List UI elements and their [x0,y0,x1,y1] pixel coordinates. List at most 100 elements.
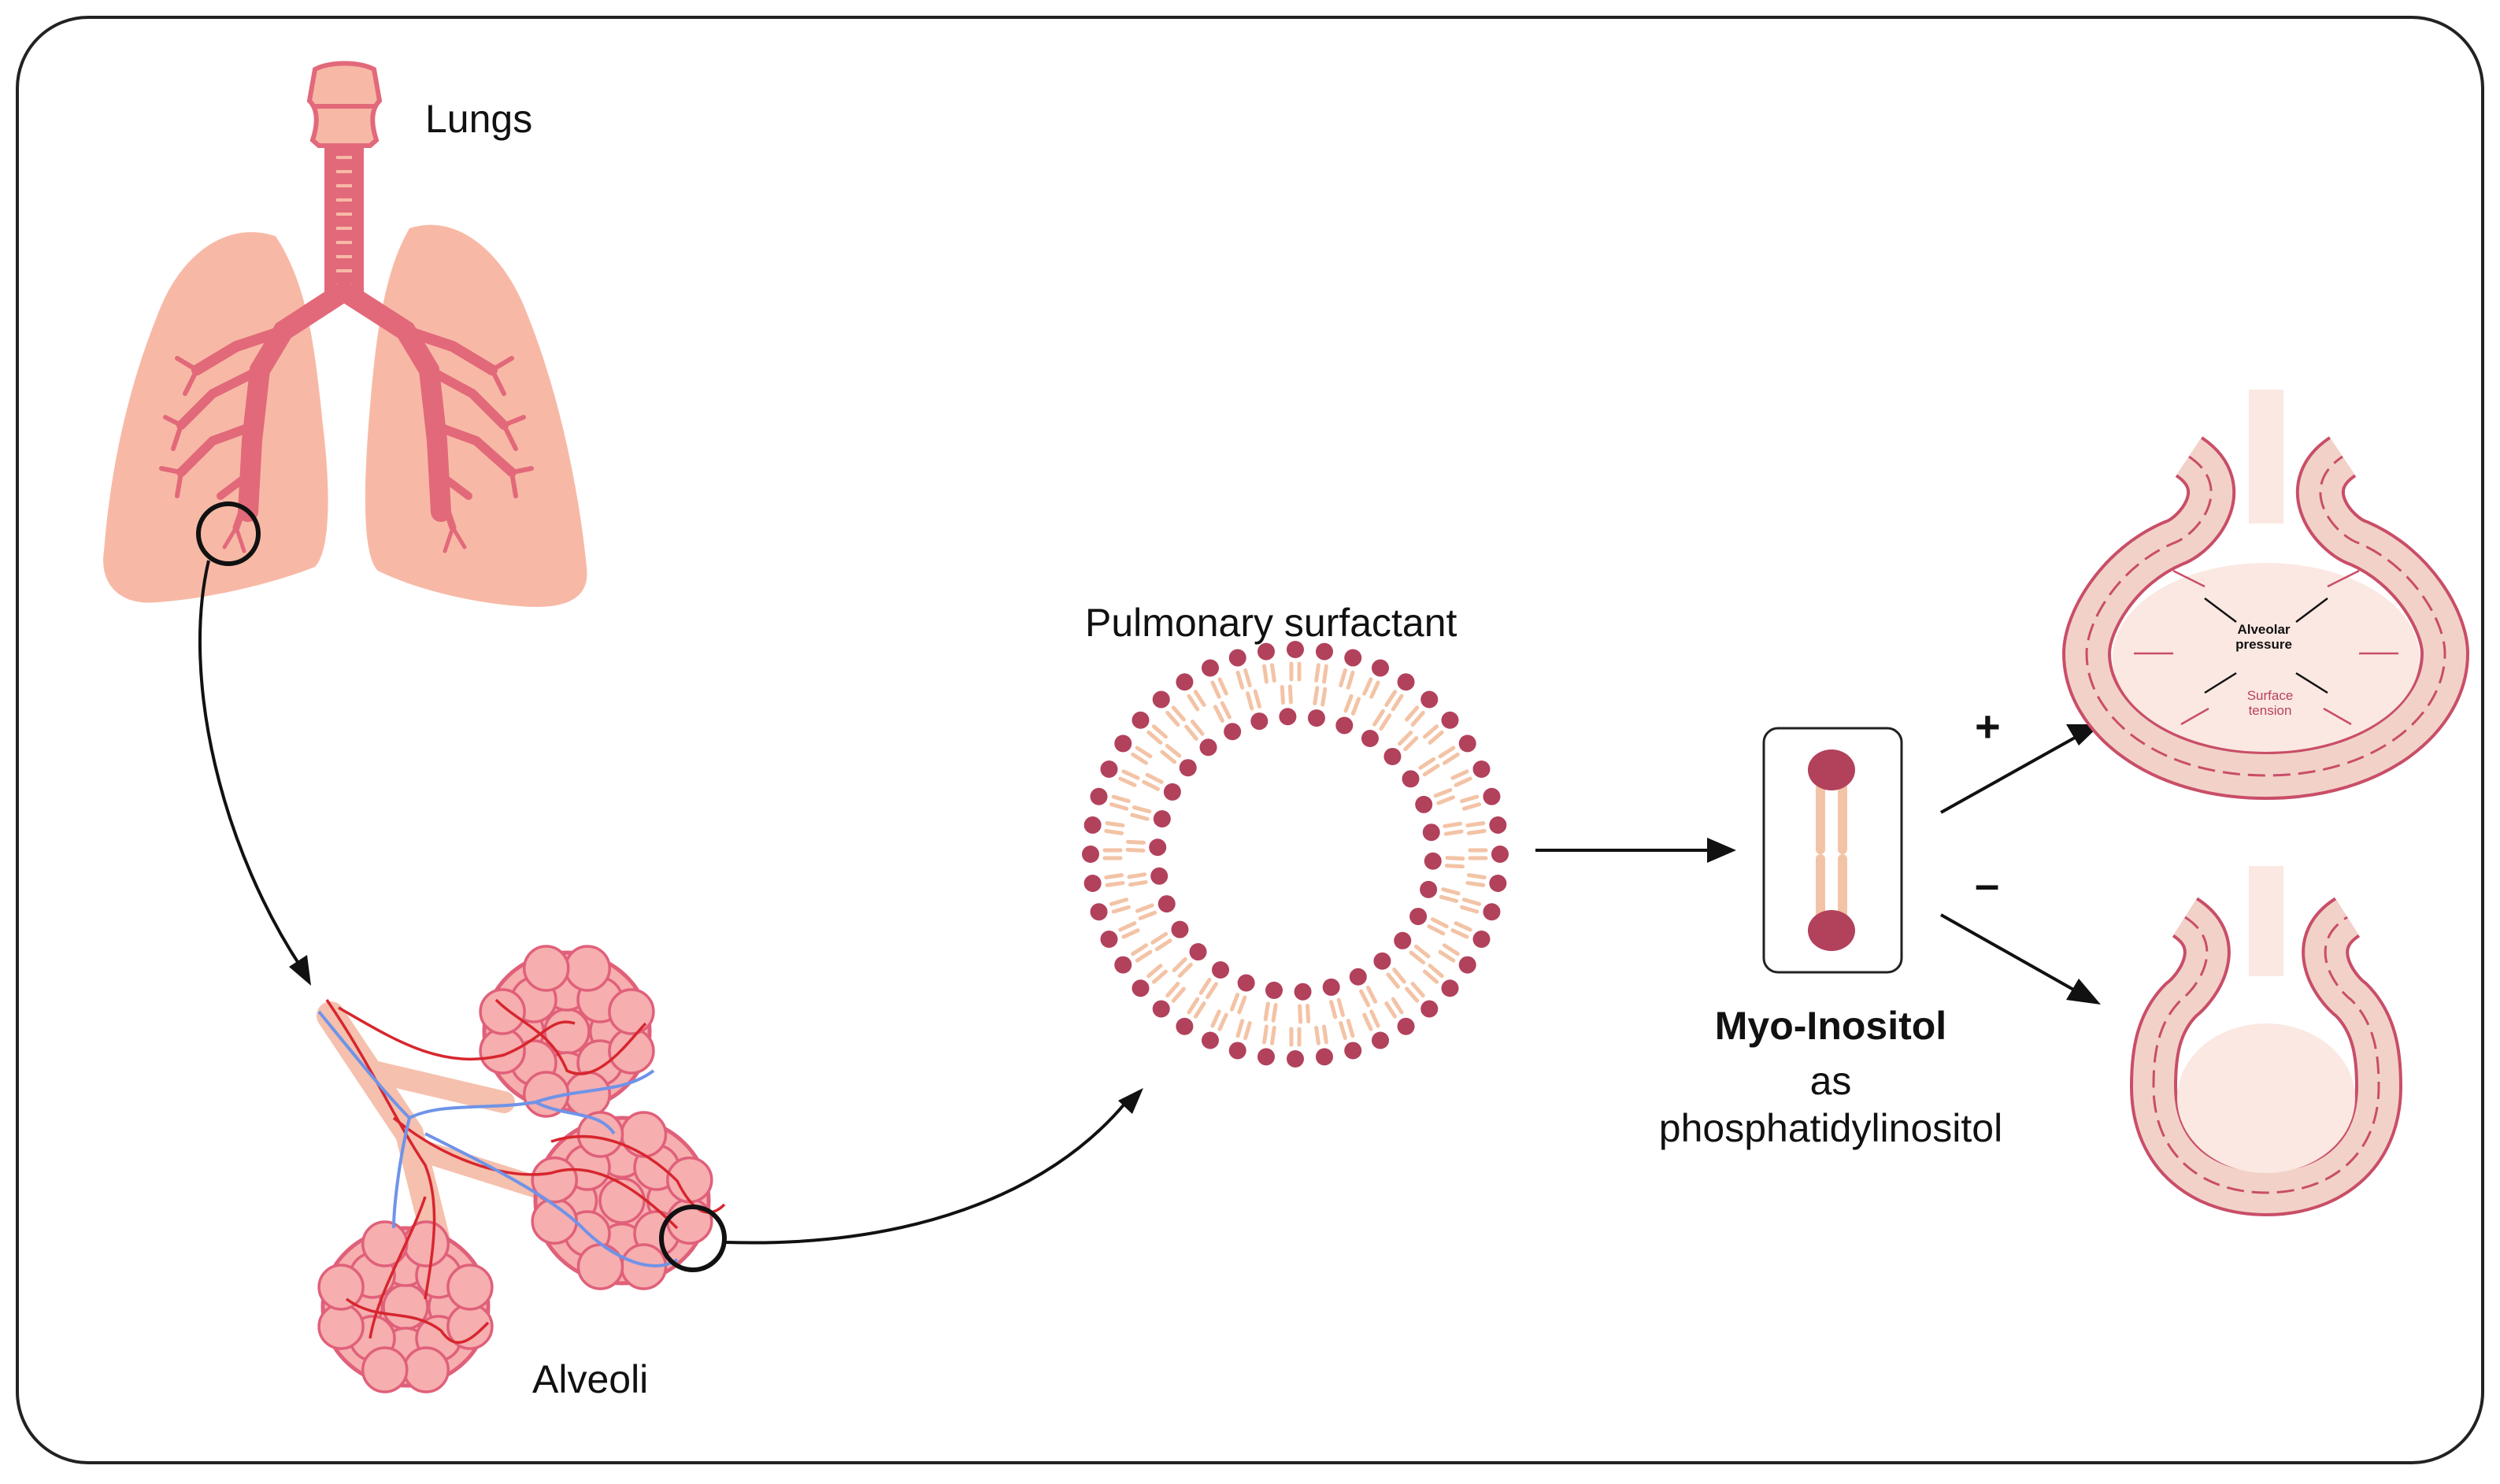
lungs-illustration [103,61,587,607]
arrow-plus [1940,736,2076,814]
lipid-tail [1314,1025,1320,1045]
lipid-tail [1313,686,1320,706]
lipid-tail [1235,1019,1245,1038]
lipid-head [1397,1017,1415,1035]
lipid-tail [1135,746,1153,759]
lipid-head [1228,1042,1246,1060]
lipid-tail [1128,880,1148,887]
lipid-head [1237,974,1255,992]
lipid-tail [1428,730,1444,745]
lipid-head [1294,983,1312,1001]
lipid-tail [1142,779,1161,791]
lipid-tail [1359,989,1371,1008]
lipid-tail [1217,677,1228,696]
lipid-head [1114,956,1132,974]
alveolus [608,988,655,1035]
lipid-head [1422,823,1440,842]
lipid-tail [1372,709,1385,727]
lipid-tail [1384,1001,1398,1019]
lipid-head [1489,875,1507,893]
lipid-tail [1190,720,1205,736]
lipid-head [1307,709,1325,727]
lipid-tail [1213,705,1225,723]
lipid-tail [1135,903,1154,913]
lipid-tail [1118,921,1137,932]
lipid-head [1083,816,1102,834]
lipid-tail [1184,724,1198,741]
lipid-tail [1109,802,1129,811]
lipid-head [1458,735,1476,753]
phospholipid-box [1762,727,1903,974]
lipid-tail [1465,881,1486,887]
lipid-tail [1111,905,1131,914]
alveolus [446,1264,494,1311]
lipid-tail [1441,887,1461,896]
lipid-tail [1838,854,1847,925]
lipid-tail [1235,670,1245,690]
lipid-tail [1150,931,1169,945]
lipid-tail [1405,986,1420,1003]
sac-wall-center [2152,916,2380,1194]
lipid-tail [1442,943,1460,957]
alveolus [361,1220,409,1268]
lipid-head [1424,852,1442,870]
lipid-tail [1217,1012,1228,1031]
lipid-tail [1336,997,1345,1017]
arrow-alveoli-to-surfactant [725,1101,1128,1245]
lipid-tail [1171,986,1186,1003]
myo-inositol-label: Myo-Inositol [1714,1004,1947,1048]
lipid-tail [1322,664,1328,684]
surface-tension-label: Surface tension [2246,688,2294,718]
figure-border [16,16,2484,1464]
alveoli-label: Alveoli [532,1357,649,1401]
lipid-tail [1403,736,1419,752]
alveolar-pressure-label: Alveolar pressure [2235,622,2292,652]
lipid-tail [1263,1001,1270,1022]
lipid-tail [1413,944,1431,959]
alveolus [564,945,611,992]
lipid-tail [1386,972,1401,989]
lipid-tail [1438,746,1456,759]
lipid-tail [1104,829,1124,835]
lipid-head [1179,759,1197,777]
lipid-head [1152,1000,1170,1018]
lipid-head [1100,931,1118,949]
lipid-tail [1131,752,1149,765]
lipid-head [1394,931,1412,949]
lipid-head [1279,708,1297,726]
lungs-label: Lungs [425,97,533,141]
lipid-tail [1418,757,1436,770]
lipid-head [1114,735,1132,753]
lipid-tail [1339,1020,1347,1041]
lipid-head [1131,711,1150,729]
lipid-tail [1322,1024,1328,1045]
sac-wall-center [2085,455,2446,777]
lipid-head [1131,979,1150,997]
pressure-arrows [2204,598,2328,694]
lipid-tail [1135,949,1153,963]
arrow-minus-head [2066,979,2101,1005]
lipid-tail [1253,689,1261,709]
right-lung [365,224,587,607]
lipid-tail [1127,872,1147,879]
alveolus [382,1283,429,1330]
lipid-tail [1422,764,1440,777]
lipid-tail [1111,794,1131,804]
lipid-tail [1460,905,1480,914]
lipid-head [1090,787,1108,805]
lipid-tail [1210,680,1221,699]
lipid-head [1808,910,1855,951]
lipid-tail [1423,724,1439,739]
lipid-head [1153,810,1171,828]
lipid-tail [1816,854,1825,925]
lipid-tail [1329,1000,1338,1020]
lipid-head [1212,960,1230,979]
lipid-tail [1138,910,1157,920]
lipid-tail [1427,924,1446,936]
lipid-tail [1160,749,1177,764]
lipid-tail [1454,776,1472,787]
lipid-tail [1298,1004,1303,1024]
lipid-tail [1220,701,1231,720]
